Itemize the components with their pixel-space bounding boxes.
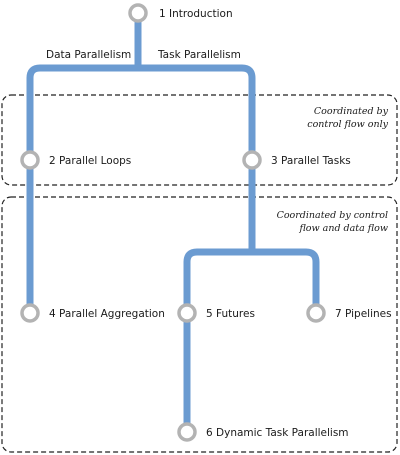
group-label-control-only-line1: Coordinated by <box>314 106 389 117</box>
node-label-introduction: 1 Introduction <box>159 8 233 20</box>
node-label-pipelines: 7 Pipelines <box>335 308 392 320</box>
group-label-control-data-line1: Coordinated by control <box>277 210 388 221</box>
node-futures <box>177 303 197 323</box>
branch-label-data-parallelism: Data Parallelism <box>46 49 131 61</box>
node-label-parallel-tasks: 3 Parallel Tasks <box>271 155 351 167</box>
node-introduction <box>128 3 148 23</box>
edge-data-parallelism-branch <box>26 64 138 313</box>
edge-task-parallelism-branch <box>138 64 256 252</box>
group-box-control-flow-only <box>1 94 398 186</box>
group-label-control-only-line2: control flow only <box>307 119 388 130</box>
node-pipelines <box>306 303 326 323</box>
node-label-dynamic-task-parallelism: 6 Dynamic Task Parallelism <box>206 427 349 439</box>
edge-futures-branch <box>183 248 252 432</box>
node-parallel-tasks <box>242 150 262 170</box>
node-parallel-aggregation <box>20 303 40 323</box>
node-dynamic-task-parallelism <box>177 422 197 442</box>
node-label-futures: 5 Futures <box>206 308 255 320</box>
node-label-parallel-aggregation: 4 Parallel Aggregation <box>49 308 165 320</box>
node-label-parallel-loops: 2 Parallel Loops <box>49 155 131 167</box>
node-parallel-loops <box>20 150 40 170</box>
branch-label-task-parallelism: Task Parallelism <box>157 49 241 61</box>
group-label-control-data-line2: flow and data flow <box>298 223 388 234</box>
group-box-control-and-data-flow <box>1 196 398 453</box>
edge-pipelines-branch <box>252 248 320 313</box>
